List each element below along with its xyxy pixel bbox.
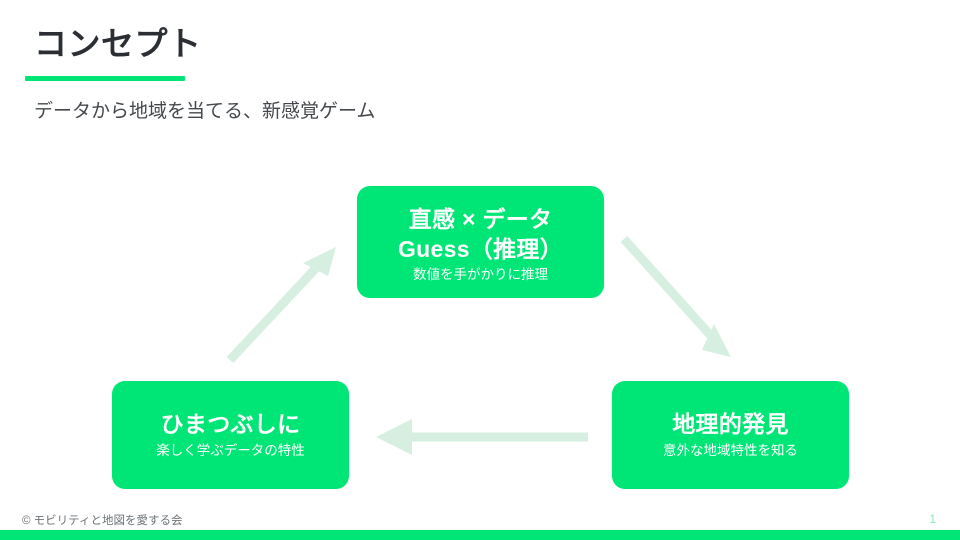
footer-accent-bar xyxy=(0,530,960,540)
cycle-card-guess[interactable]: 直感 × データ Guess（推理） 数値を手がかりに推理 xyxy=(357,186,604,298)
title-accent-rule xyxy=(25,76,185,81)
cycle-card-guess-subtitle: 数値を手がかりに推理 xyxy=(413,266,548,282)
footer-copyright: © モビリティと地図を愛する会 xyxy=(22,515,183,527)
cycle-card-discovery-title: 地理的発見 xyxy=(672,411,789,437)
cycle-card-discovery[interactable]: 地理的発見 意外な地域特性を知る xyxy=(612,381,849,489)
arrow-guess-to-discovery-icon xyxy=(620,235,731,357)
cycle-card-discovery-subtitle: 意外な地域特性を知る xyxy=(663,443,798,458)
page-subtitle: データから地域を当てる、新感覚ゲーム xyxy=(34,101,376,122)
footer-page-number: 1 xyxy=(929,512,936,526)
cycle-card-guess-title-line1: 直感 × データ xyxy=(408,205,553,232)
page-title: コンセプト xyxy=(34,25,202,62)
arrow-pastime-to-guess-icon xyxy=(226,247,336,364)
cycle-card-pastime-title: ひまつぶしに xyxy=(160,411,301,437)
arrow-discovery-to-pastime-icon xyxy=(376,419,588,455)
cycle-card-guess-title-line2: Guess（推理） xyxy=(397,235,563,262)
cycle-card-pastime-subtitle: 楽しく学ぶデータの特性 xyxy=(156,443,305,458)
cycle-card-pastime[interactable]: ひまつぶしに 楽しく学ぶデータの特性 xyxy=(112,381,349,489)
